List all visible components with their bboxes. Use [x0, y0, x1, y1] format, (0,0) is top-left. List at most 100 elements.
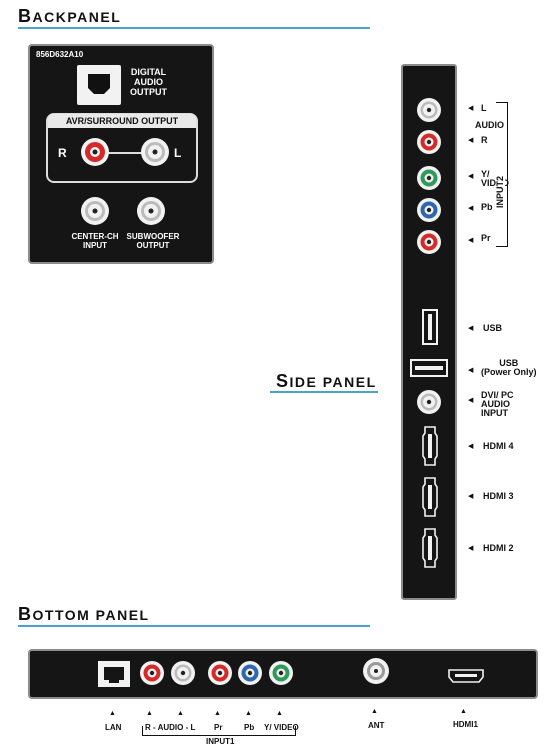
bottom-y-video-jack-icon[interactable] — [268, 660, 294, 686]
side-hdmi3-port-icon[interactable] — [422, 477, 438, 517]
model-number: 856D632A10 — [36, 50, 84, 59]
bottom-y-video-label: Y/ VIDEO — [264, 723, 299, 732]
avr-surround-output-group: AVR/SURROUND OUTPUT R L — [46, 113, 198, 183]
arrow-left-icon: ◀ — [468, 237, 474, 244]
side-hdmi3-label: HDMI 3 — [483, 491, 514, 501]
side-hdmi2-label: HDMI 2 — [483, 543, 514, 553]
bottom-panel-heading: BOTTOM PANEL — [18, 604, 150, 625]
arrow-up-icon: ▲ — [460, 708, 467, 715]
avr-r-label: R — [58, 146, 67, 160]
bottom-hdmi1-port-icon[interactable] — [448, 668, 484, 684]
bottom-panel — [28, 649, 538, 699]
heading-initial: B — [18, 6, 33, 26]
bottom-audio-r-jack-icon[interactable] — [139, 660, 165, 686]
label-line: (Power Only) — [481, 367, 537, 377]
side-usb-power-port-icon[interactable] — [410, 359, 448, 377]
side-pr-label: Pr — [481, 233, 491, 243]
backpanel-rule — [18, 27, 370, 29]
label-line: USB — [499, 358, 519, 368]
arrow-up-icon: ▲ — [177, 710, 184, 717]
side-audio-label: AUDIO — [475, 120, 504, 130]
avr-r-rca-jack-icon[interactable] — [80, 137, 110, 167]
input1-bracket — [142, 726, 296, 736]
lan-label: LAN — [105, 723, 122, 732]
back-panel: 856D632A10 DIGITAL AUDIO OUTPUT AVR/SURR… — [28, 44, 214, 264]
input2-label: INPUT2 — [495, 173, 505, 210]
side-dvi-pc-audio-label: DVI/ PC AUDIO INPUT — [481, 391, 514, 418]
antenna-coax-port-icon[interactable] — [362, 657, 390, 685]
bottom-pb-label: Pb — [244, 723, 255, 732]
input2-bracket — [496, 102, 508, 247]
side-y-video-label: Y/ VIDEO — [481, 170, 509, 188]
arrow-left-icon: ◀ — [468, 173, 474, 180]
avr-surround-output-title: AVR/SURROUND OUTPUT — [48, 114, 196, 128]
side-pb-jack-icon[interactable] — [416, 197, 442, 223]
side-panel-heading: SIDE PANEL — [276, 371, 377, 392]
arrow-left-icon: ◀ — [468, 397, 474, 404]
side-panel-rule — [270, 391, 378, 393]
label-line: DIGITAL — [130, 67, 167, 77]
lan-port-icon[interactable] — [97, 660, 131, 688]
side-pb-label: Pb — [481, 202, 493, 212]
side-panel — [401, 64, 457, 600]
heading-initial: B — [18, 604, 33, 624]
subwoofer-output-label: SUBWOOFER OUTPUT — [116, 232, 190, 250]
heading-rest: IDE PANEL — [289, 374, 377, 390]
arrow-left-icon: ◀ — [468, 325, 474, 332]
backpanel-heading: BACKPANEL — [18, 6, 121, 27]
label-line: OUTPUT — [130, 87, 167, 97]
label-line: AUDIO — [481, 399, 510, 409]
side-usb-label: USB — [483, 323, 503, 333]
label-line: CENTER-CH — [71, 232, 119, 241]
ant-label: ANT — [368, 721, 385, 730]
bottom-pb-jack-icon[interactable] — [237, 660, 263, 686]
side-usb-port-icon[interactable] — [422, 309, 438, 345]
side-audio-r-jack-icon[interactable] — [416, 129, 442, 155]
side-dvi-pc-audio-jack-icon[interactable] — [416, 389, 442, 415]
label-line: DVI/ PC — [481, 390, 514, 400]
side-audio-l-jack-icon[interactable] — [416, 97, 442, 123]
arrow-left-icon: ◀ — [468, 545, 474, 552]
arrow-up-icon: ▲ — [371, 708, 378, 715]
arrow-left-icon: ◀ — [468, 493, 474, 500]
side-l-label: L — [481, 103, 487, 113]
arrow-up-icon: ▲ — [276, 710, 283, 717]
arrow-up-icon: ▲ — [109, 710, 116, 717]
arrow-left-icon: ◀ — [468, 105, 474, 112]
side-hdmi4-label: HDMI 4 — [483, 441, 514, 451]
side-pr-jack-icon[interactable] — [416, 229, 442, 255]
bottom-pr-jack-icon[interactable] — [207, 660, 233, 686]
side-r-label: R — [481, 135, 488, 145]
heading-rest: ACKPANEL — [32, 9, 122, 25]
input1-label: INPUT1 — [206, 737, 235, 746]
avr-l-rca-jack-icon[interactable] — [140, 137, 170, 167]
side-hdmi4-port-icon[interactable] — [422, 426, 438, 466]
arrow-left-icon: ◀ — [468, 205, 474, 212]
arrow-left-icon: ◀ — [468, 137, 474, 144]
avr-l-label: L — [174, 146, 182, 160]
side-y-video-jack-icon[interactable] — [416, 165, 442, 191]
center-ch-input-label: CENTER-CH INPUT — [58, 232, 132, 250]
bottom-audio-l-jack-icon[interactable] — [170, 660, 196, 686]
arrow-left-icon: ◀ — [468, 443, 474, 450]
label-line: OUTPUT — [136, 241, 170, 250]
bottom-pr-label: Pr — [214, 723, 223, 732]
heading-initial: S — [276, 371, 290, 391]
avr-connector-line — [108, 152, 142, 154]
label-line: Y/ — [481, 169, 490, 179]
label-line: INPUT — [83, 241, 107, 250]
hdmi1-label: HDMI1 — [453, 720, 478, 729]
label-line: INPUT — [481, 408, 508, 418]
optical-port-icon — [77, 65, 121, 105]
arrow-up-icon: ▲ — [245, 710, 252, 717]
label-line: SUBWOOFER — [126, 232, 180, 241]
side-usb-power-label: USB (Power Only) — [481, 359, 537, 377]
arrow-left-icon: ◀ — [468, 367, 474, 374]
arrow-up-icon: ▲ — [146, 710, 153, 717]
r-audio-l-label: R - AUDIO - L — [145, 723, 196, 732]
subwoofer-output-jack-icon[interactable] — [136, 196, 166, 226]
digital-audio-output-label: DIGITAL AUDIO OUTPUT — [130, 67, 167, 97]
side-hdmi2-port-icon[interactable] — [422, 528, 438, 568]
center-ch-input-jack-icon[interactable] — [80, 196, 110, 226]
heading-rest: OTTOM PANEL — [32, 607, 150, 623]
